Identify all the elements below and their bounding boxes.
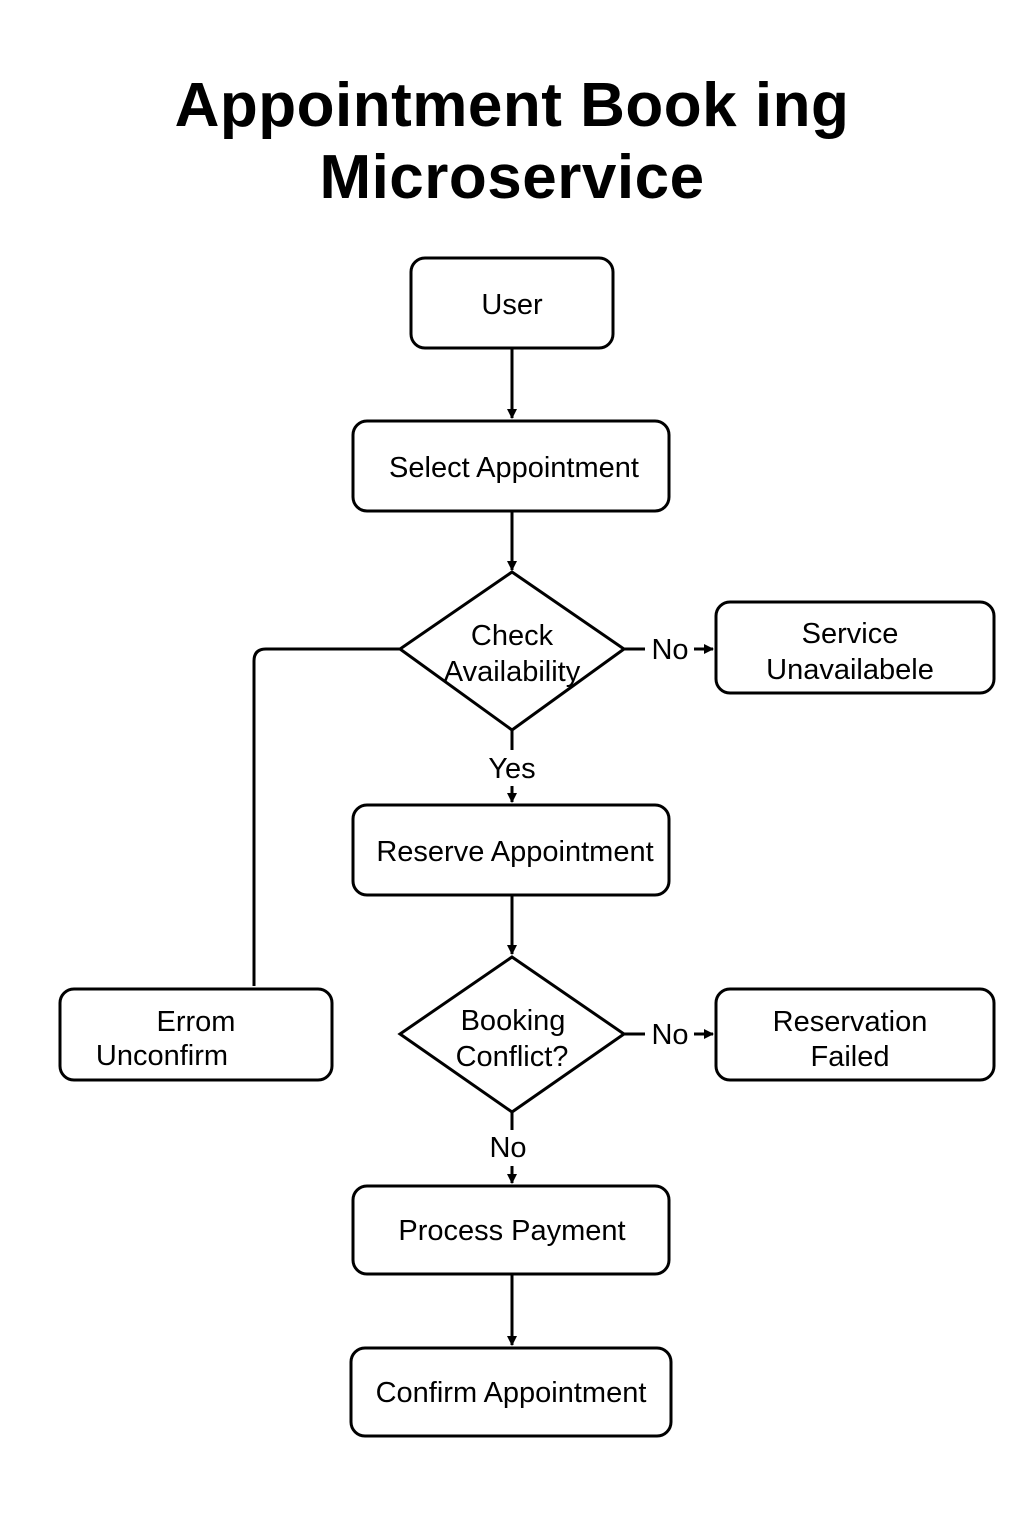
node-user xyxy=(409,256,615,350)
node-error-unconfirm-line1: Errom xyxy=(157,1006,236,1038)
node-service-unavailable-line2: Unavailabele xyxy=(766,654,934,686)
node-select-appointment-label: Select Appointment xyxy=(389,452,639,484)
node-booking-conflict-line1: Booking xyxy=(461,1005,566,1037)
node-user-label: User xyxy=(481,289,543,321)
node-reservation-failed-line2: Failed xyxy=(811,1041,890,1073)
node-process-payment-label: Process Payment xyxy=(398,1215,625,1247)
node-booking-conflict-line2: Conflict? xyxy=(456,1041,569,1073)
node-confirm-appointment-label: Confirm Appointment xyxy=(376,1377,647,1409)
node-reservation-failed-line1: Reservation xyxy=(773,1006,928,1038)
title-line-2: Microservice xyxy=(319,143,705,212)
edge-label-conflict-down-no: No xyxy=(489,1132,526,1164)
node-check-availability xyxy=(397,570,627,732)
node-confirm-appointment xyxy=(349,1346,673,1438)
edge-label-availability-yes: Yes xyxy=(488,753,535,785)
edge-label-availability-no: No xyxy=(651,634,688,666)
node-error-unconfirm xyxy=(58,987,334,1082)
edge-label-conflict-right-no: No xyxy=(651,1019,688,1051)
node-service-unavailable xyxy=(714,600,996,695)
node-service-unavailable-line1: Service xyxy=(802,618,899,650)
node-reserve-appointment-label: Reserve Appointment xyxy=(376,836,653,868)
node-error-unconfirm-line2: Unconfirm xyxy=(96,1040,228,1072)
node-reserve-appointment xyxy=(351,803,671,897)
title-line-1: Appointment Book ing xyxy=(174,71,850,140)
node-select-appointment xyxy=(351,419,671,513)
node-booking-conflict xyxy=(397,955,627,1114)
node-reservation-failed xyxy=(714,987,996,1082)
edge-check-to-error xyxy=(252,647,400,986)
node-process-payment xyxy=(351,1184,671,1276)
node-check-availability-line2: Availability xyxy=(444,656,581,688)
node-check-availability-line1: Check xyxy=(471,620,554,652)
diagram-title: Appointment Book ing Microservice xyxy=(0,70,1024,214)
